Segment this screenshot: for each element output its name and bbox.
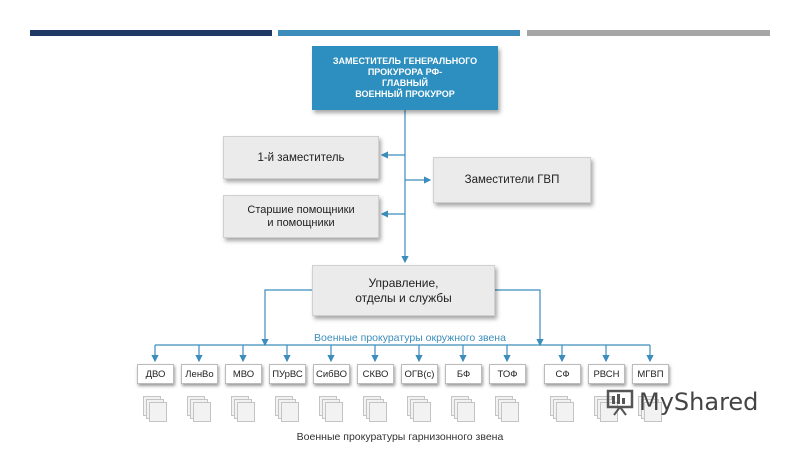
garrison-stack-icon xyxy=(407,396,431,423)
district-box: МГВП xyxy=(632,364,669,384)
header-bar-navy xyxy=(30,30,272,36)
header-bar-blue xyxy=(278,30,520,36)
district-box: СибВО xyxy=(313,364,350,384)
district-level-label: Военные прокуратуры окружного звена xyxy=(314,332,506,344)
departments-box: Управление, отделы и службы xyxy=(312,265,495,316)
deputies-box: Заместители ГВП xyxy=(433,157,591,203)
garrison-stack-icon xyxy=(451,396,475,423)
garrison-stack-icon xyxy=(319,396,343,423)
myshared-watermark[interactable]: MyShared xyxy=(605,388,758,416)
district-box: ДВО xyxy=(137,364,174,384)
district-box: ПУрВС xyxy=(269,364,306,384)
presentation-board-icon xyxy=(606,389,634,416)
garrison-stack-icon xyxy=(495,396,519,423)
first-deputy-box: 1-й заместитель xyxy=(223,136,379,179)
garrison-stack-icon xyxy=(231,396,255,423)
garrison-stack-icon xyxy=(550,396,574,423)
connector-right-branch xyxy=(495,289,544,347)
district-box: БФ xyxy=(445,364,482,384)
connector-left-branch xyxy=(261,289,312,347)
garrison-stack-icon xyxy=(363,396,387,423)
district-box: ТОФ xyxy=(489,364,526,384)
assistants-box: Старшие помощники и помощники xyxy=(223,195,379,238)
garrison-stack-icon xyxy=(143,396,167,423)
district-box: ЛенВо xyxy=(181,364,218,384)
garrison-stack-icon xyxy=(275,396,299,423)
district-box: СКВО xyxy=(357,364,394,384)
garrison-level-label: Военные прокуратуры гарнизонного звена xyxy=(296,431,504,443)
garrison-stack-icon xyxy=(638,396,662,423)
garrison-stack-icon xyxy=(594,396,618,423)
chief-military-prosecutor-box: ЗАМЕСТИТЕЛЬ ГЕНЕРАЛЬНОГО ПРОКУРОРА РФ- Г… xyxy=(312,46,498,110)
district-box: СФ xyxy=(544,364,581,384)
district-box: РВСН xyxy=(588,364,625,384)
district-box: МВО xyxy=(225,364,262,384)
watermark-text: MyShared xyxy=(639,388,759,416)
header-bar-grey xyxy=(527,30,770,36)
garrison-stack-icon xyxy=(187,396,211,423)
district-box: ОГВ(с) xyxy=(401,364,438,384)
